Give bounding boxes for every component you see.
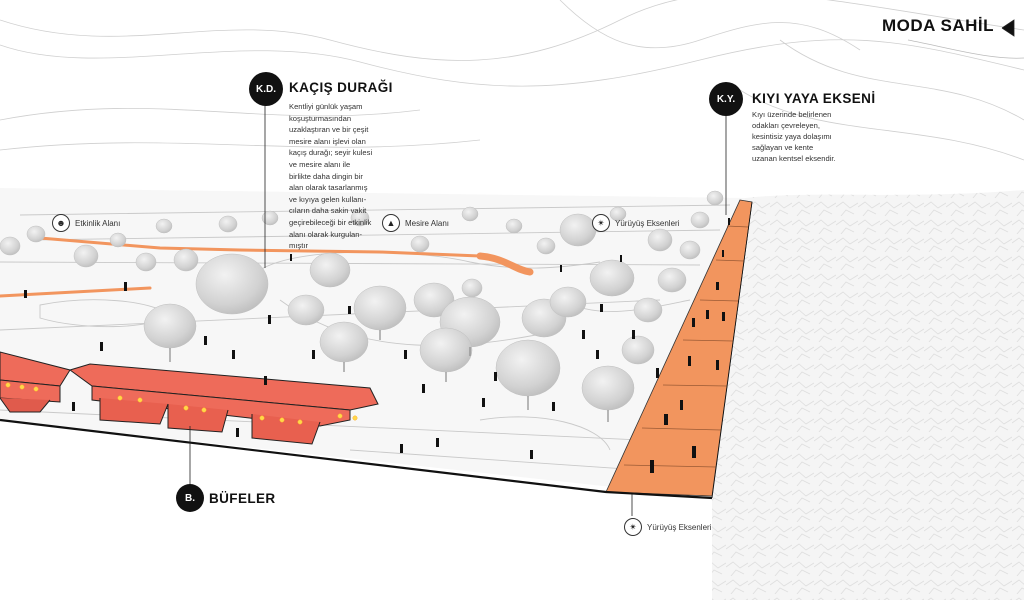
kiyi-line: kesintisiz yaya dolaşımı	[752, 132, 832, 141]
mesire-alani-label: ▲ Mesire Alanı	[382, 214, 449, 232]
kacis-line: cıların daha sakin vakit	[289, 206, 367, 216]
yuruyus-eksenleri-top-text: Yürüyüş Eksenleri	[615, 218, 680, 228]
section-edge	[0, 418, 713, 500]
tree-icon: ▲	[382, 214, 400, 232]
etkinlik-alani-label: ☻ Etkinlik Alanı	[52, 214, 120, 232]
kiyi-yaya-heading: KIYI YAYA EKSENİ	[752, 91, 876, 106]
walking-person-icon: ✴	[624, 518, 642, 536]
kacis-line: mıştır	[289, 241, 308, 251]
kiyi-line: odakları çevreleyen,	[752, 121, 820, 130]
leader-lines	[189, 19, 1024, 516]
kiyi-yaya-description: Kıyı üzerinde belirlenen odakları çevrel…	[752, 109, 872, 164]
kacis-line: alanı olarak kurgulan-	[289, 229, 363, 239]
kacis-line: mesire alanı işlevi olan	[289, 136, 366, 146]
kacis-duragi-badge: K.D.	[249, 72, 283, 106]
kacis-line: uzaklaştıran ve bir çeşit	[289, 125, 369, 135]
kacis-line: birlikte daha dingin bir	[289, 171, 363, 181]
sea-rocks	[712, 190, 1024, 600]
group-icon: ☻	[52, 214, 70, 232]
etkinlik-alani-text: Etkinlik Alanı	[75, 218, 121, 228]
walking-person-icon: ✴	[592, 214, 610, 232]
kacis-line: geçirebileceği bir etkinlik	[289, 217, 372, 227]
trees	[0, 190, 724, 411]
yuruyus-eksenleri-top-label: ✴ Yürüyüş Eksenleri	[592, 214, 679, 232]
kacis-line: kaçış durağı; seyir kulesi	[289, 148, 373, 158]
yuruyus-eksenleri-bottom-text: Yürüyüş Eksenleri	[647, 522, 712, 532]
kiyi-line: uzanan kentsel eksendir.	[752, 154, 836, 163]
page-title: MODA SAHİL	[882, 16, 995, 35]
bufeler-heading: BÜFELER	[209, 491, 276, 506]
kiyi-line: sağlayan ve kente	[752, 143, 814, 152]
kacis-line: alan olarak tasarlanmış	[289, 183, 368, 193]
contour-lines	[0, 0, 1024, 161]
kacis-line: Kentliyi günlük yaşam	[289, 102, 363, 111]
kacis-line: ve kıyıya gelen kullanı-	[289, 194, 367, 204]
kacis-duragi-heading: KAÇIŞ DURAĞI	[289, 80, 393, 95]
kiyi-line: Kıyı üzerinde belirlenen	[752, 110, 832, 119]
tree-trunks	[169, 330, 609, 422]
yuruyus-eksenleri-bottom-label: ✴ Yürüyüş Eksenleri	[624, 518, 711, 536]
kacis-duragi-description: Kentliyi günlük yaşam koşuşturmasından u…	[289, 101, 399, 252]
bufeler-badge: B.	[176, 484, 204, 512]
kacis-line: koşuşturmasından	[289, 113, 352, 123]
kiyi-yaya-badge: K.Y.	[709, 82, 743, 116]
pedestrians	[24, 218, 730, 473]
mesire-alani-text: Mesire Alanı	[405, 218, 450, 228]
kiosks	[0, 351, 379, 445]
kacis-line: ve mesire alanı ile	[289, 159, 351, 169]
